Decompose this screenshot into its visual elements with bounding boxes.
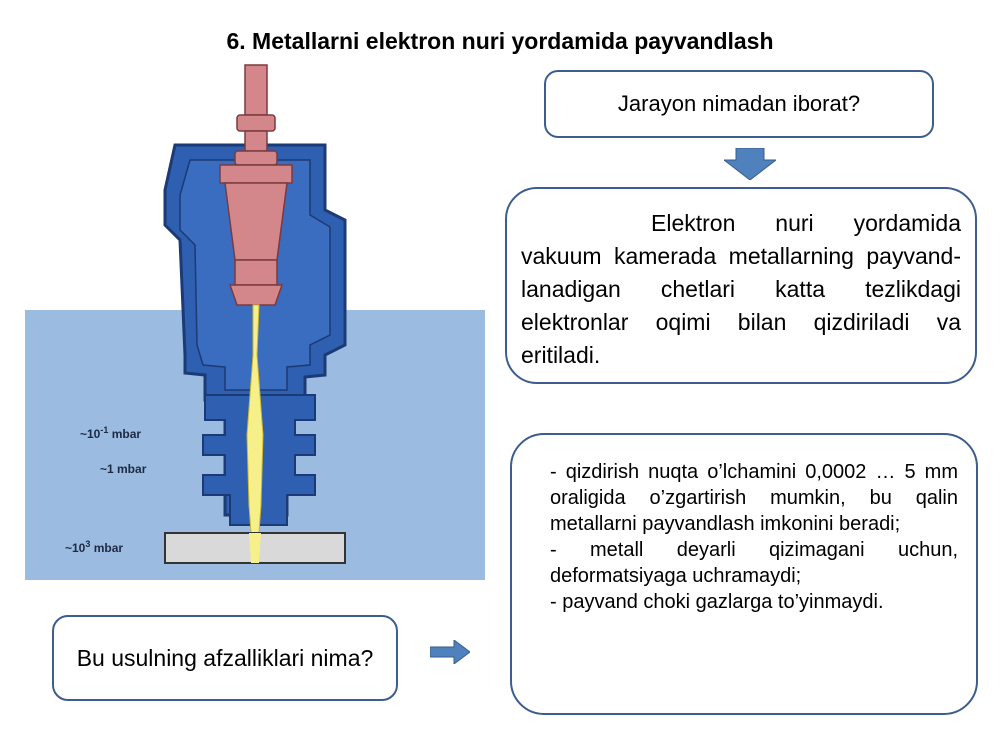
advantage-item-3: - payvand choki gazlarga to’yinmaydi. [550, 591, 884, 613]
answer-text: Elektron nuri yordamida vakuum kamerada … [521, 210, 961, 368]
advantages-question-box: Bu usulning afzalliklari nima? [52, 615, 398, 701]
gun-tip [228, 284, 284, 306]
advantages-question-text: Bu usulning afzalliklari nima? [76, 644, 374, 671]
gun-cone [224, 182, 288, 261]
question-box: Jarayon nimadan iborat? [544, 70, 934, 138]
gun-ring-2 [234, 150, 278, 166]
slide-title: 6. Metallarni elektron nuri yordamida pa… [226, 28, 774, 54]
question-text: Jarayon nimadan iborat? [617, 91, 861, 116]
gun-neck [244, 130, 268, 152]
gun-flange [219, 164, 293, 184]
advantage-item-1: - qizdirish nuqta o’lchamini 0,0002 … 5 … [550, 461, 958, 535]
answer-box: Elektron nuri yordamida vakuum kamerada … [505, 187, 977, 384]
weld-spot [249, 533, 261, 563]
arrow-right-icon [430, 640, 470, 664]
advantages-box: - qizdirish nuqta o’lchamini 0,0002 … 5 … [510, 433, 978, 715]
gun-ring-1 [236, 114, 276, 132]
electron-beam-welding-diagram: ~10-1 mbar ~1 mbar ~103 mbar [25, 64, 485, 580]
pressure-label-2: ~1 mbar [100, 462, 147, 476]
pressure-label-3: ~103 mbar [65, 539, 123, 555]
gun-top [244, 64, 268, 116]
pressure-label-1: ~10-1 mbar [80, 425, 141, 441]
advantage-item-2: - metall deyarli qizimagani uchun, defor… [550, 539, 958, 587]
arrow-down-icon [724, 148, 776, 180]
gun-body [234, 259, 278, 286]
